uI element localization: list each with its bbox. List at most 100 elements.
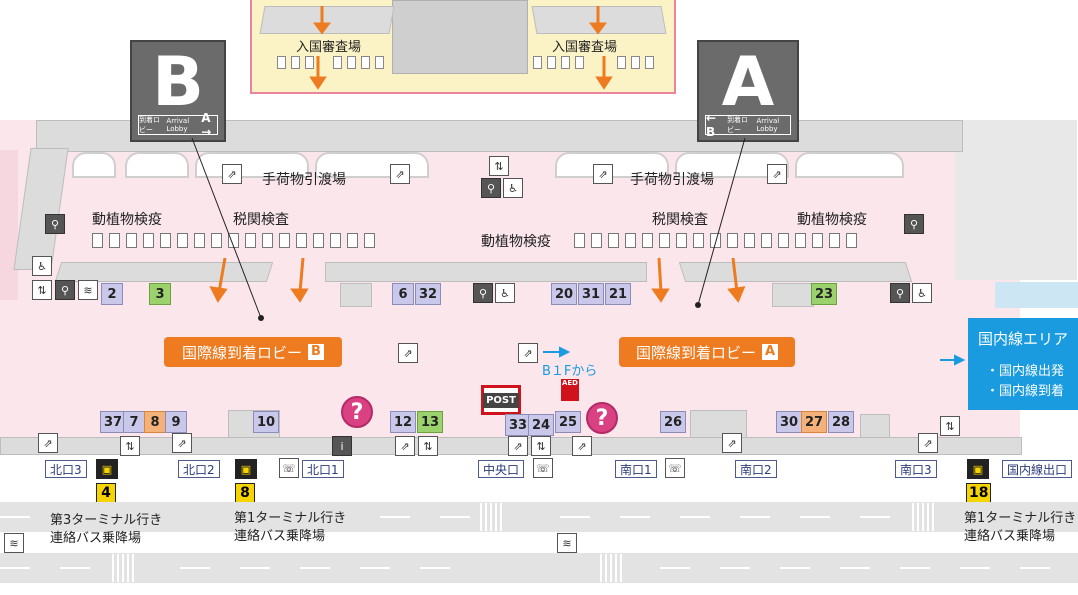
restroom-icon: ⚲ (481, 178, 501, 198)
restroom-icon: ⚲ (890, 283, 910, 303)
crosswalk (600, 554, 622, 582)
elevator-icon: ⇅ (418, 436, 438, 456)
escalator-icon: ⇗ (722, 433, 742, 453)
crosswalk (480, 503, 502, 531)
counter-21: 21 (605, 283, 632, 305)
sign-b: B 到着ロビー Arrival Lobby A → (130, 40, 226, 142)
domestic-arrivals: ・国内線到着 (986, 384, 1065, 399)
bus-t1b-line2: 連絡バス乗降場 (964, 529, 1056, 544)
from-b1f-label: B１Fから (542, 364, 598, 379)
aed-icon: AED (561, 379, 579, 401)
arrow-icon (651, 288, 670, 303)
counter-9: 9 (165, 411, 187, 433)
counter-24: 24 (528, 414, 555, 436)
counter-10: 10 (253, 411, 280, 433)
quarantine-center-label: 動植物検疫 (481, 234, 551, 250)
escalator-icon: ⇗ (395, 436, 415, 456)
sign-a-letter: A (721, 43, 775, 122)
baggage-belt (125, 152, 189, 178)
arrow-icon (217, 257, 227, 293)
domestic-area-panel: 国内線エリア ・国内線出発 ・国内線到着 (968, 318, 1078, 410)
sign-b-letter: B (152, 43, 204, 122)
counter-2: 2 (101, 283, 123, 305)
bus-t1-line2: 連絡バス乗降場 (234, 529, 326, 544)
baggage-claim-right-label: 手荷物引渡場 (630, 172, 714, 188)
phone-icon: ☏ (665, 458, 685, 478)
exit-north-2: 北口2 (178, 460, 220, 478)
middle-wall-center (325, 262, 647, 282)
counter-26: 26 (660, 411, 687, 433)
counter-13: 13 (417, 411, 444, 433)
counter-6: 6 (392, 283, 414, 305)
customs-left-label: 税関検査 (233, 212, 289, 228)
domestic-area-title: 国内線エリア (977, 330, 1068, 348)
counter-7: 7 (123, 411, 145, 433)
restroom-icon: ⚲ (55, 280, 75, 300)
arrival-lobby-b-banner: 国際線到着ロビー B (164, 337, 342, 367)
help-icon: ? (586, 402, 618, 434)
smoking-icon: ≋ (4, 533, 24, 553)
arrow-icon (595, 76, 613, 90)
bus-t3-line2: 連絡バス乗降場 (50, 531, 142, 546)
arrival-lobby-a-text: 国際線到着ロビー (635, 343, 756, 362)
arrow-icon (290, 288, 309, 303)
elevator-icon: ⇅ (489, 156, 509, 176)
sign-b-pointer-line (191, 137, 262, 319)
booth (860, 414, 890, 438)
restroom-icon: ⚲ (473, 283, 493, 303)
bus-stop-18: 18 (966, 483, 992, 503)
exit-south-3: 南口3 (895, 460, 937, 478)
bus-t1b-line1: 第1ターミナル行き (964, 511, 1077, 526)
counter-37: 37 (100, 411, 127, 433)
accessible-icon: ♿ (503, 178, 523, 198)
escalator-icon: ⇗ (398, 343, 418, 363)
exit-south-2: 南口2 (735, 460, 777, 478)
immigration-left-label: 入国審査場 (296, 40, 362, 55)
escalator-icon: ⇗ (508, 436, 528, 456)
arrow-icon (657, 257, 663, 293)
sign-a-target: ← B (706, 111, 717, 139)
escalator-icon: ⇗ (572, 436, 592, 456)
phone-icon: ☏ (533, 458, 553, 478)
counter-27: 27 (801, 411, 828, 433)
arrow-icon (298, 257, 305, 293)
sign-a-pointer-dot (695, 302, 701, 308)
exit-south-1: 南口1 (615, 460, 657, 478)
baggage-claim-left-label: 手荷物引渡場 (262, 172, 346, 188)
elevator-icon: ⇅ (32, 280, 52, 300)
counter-25: 25 (555, 411, 582, 433)
sign-a-lobby-small-en: Arrival Lobby (756, 117, 780, 133)
arrival-lobby-a-banner: 国際線到着ロビー A (619, 337, 795, 367)
accessible-icon: ♿ (32, 256, 52, 276)
baggage-belt (315, 152, 429, 178)
sign-b-direction: 到着ロビー Arrival Lobby A → (138, 111, 218, 139)
bus-t1-line1: 第1ターミナル行き (234, 511, 347, 526)
sign-a: A ← B 到着ロビー Arrival Lobby (697, 40, 799, 142)
post-office: POST (481, 385, 521, 415)
immigration-right-label: 入国審査場 (552, 40, 618, 55)
booth (340, 283, 372, 307)
exit-domestic: 国内線出口 (1002, 460, 1073, 478)
domestic-departures: ・国内線出発 (986, 364, 1065, 379)
counter-30: 30 (776, 411, 803, 433)
arrival-lobby-a-tag: A (761, 344, 779, 360)
escalator-icon: ⇗ (38, 433, 58, 453)
bus-icon: ▣ (96, 459, 118, 479)
baggage-belt (195, 152, 309, 178)
restroom-icon: ⚲ (45, 214, 65, 234)
counter-20: 20 (551, 283, 578, 305)
bus-stop-4: 4 (96, 483, 116, 503)
crosswalk (912, 503, 934, 531)
restroom-icon: ⚲ (904, 214, 924, 234)
help-icon: ? (341, 396, 373, 428)
smoking-icon: ≋ (78, 280, 98, 300)
blue-arrows (543, 346, 966, 366)
exit-north-1: 北口1 (302, 460, 344, 478)
arrow-icon (727, 286, 746, 303)
sign-a-direction: ← B 到着ロビー Arrival Lobby (705, 111, 791, 139)
counter-12: 12 (390, 411, 417, 433)
counter-32: 32 (415, 283, 442, 305)
sign-a-pointer-line (697, 137, 746, 306)
